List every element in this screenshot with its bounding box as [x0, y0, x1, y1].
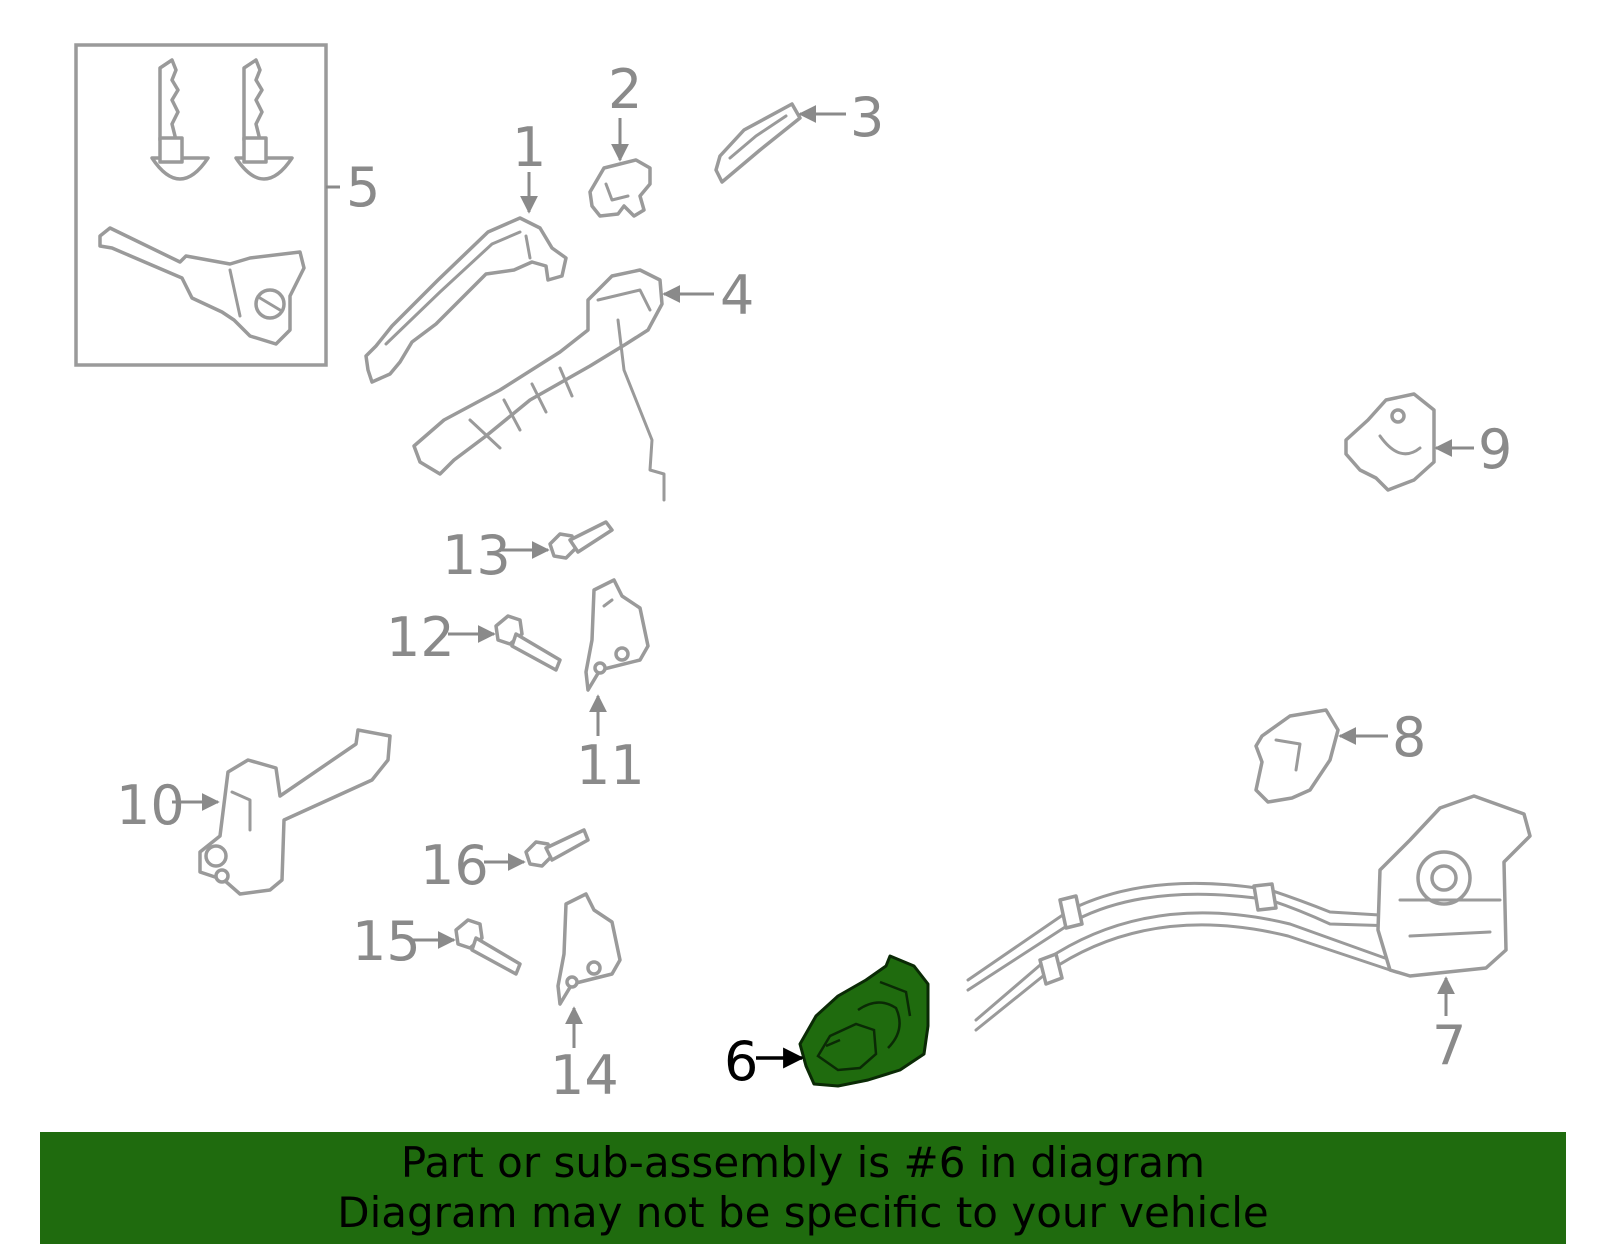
part-13-bolt[interactable] [548, 520, 614, 560]
callout-2: 2 [608, 58, 642, 121]
part-10-door-check[interactable] [198, 728, 392, 896]
part-16-bolt[interactable] [524, 828, 590, 868]
banner-line-1: Part or sub-assembly is #6 in diagram [400, 1138, 1206, 1187]
banner-line-2: Diagram may not be specific to your vehi… [337, 1188, 1269, 1237]
callout-7: 7 [1432, 1014, 1466, 1077]
callout-3: 3 [850, 86, 884, 149]
part-2-handle-cap[interactable] [588, 158, 652, 218]
part-1-outside-handle[interactable] [364, 216, 568, 384]
part-14-hinge[interactable] [556, 892, 622, 1006]
part-15-bolt[interactable] [454, 918, 522, 976]
part-3-gasket[interactable] [714, 102, 802, 184]
callout-9: 9 [1478, 418, 1512, 481]
lock-cylinder-icon [98, 226, 306, 346]
callout-14: 14 [550, 1044, 619, 1107]
callout-5: 5 [346, 156, 380, 219]
part-6-lock-cover-highlighted[interactable] [798, 954, 930, 1088]
callout-16: 16 [420, 834, 489, 897]
key-icon [150, 58, 210, 181]
part-7-latch-assembly[interactable] [966, 794, 1532, 1032]
part-9-striker[interactable] [1344, 392, 1436, 492]
key-icon [234, 58, 294, 181]
callout-4: 4 [720, 264, 754, 327]
part-8-clip[interactable] [1254, 708, 1340, 804]
callout-12: 12 [386, 606, 455, 669]
callout-1: 1 [512, 116, 546, 179]
callout-8: 8 [1392, 706, 1426, 769]
callout-11: 11 [576, 734, 645, 797]
info-banner: Part or sub-assembly is #6 in diagram Di… [40, 1132, 1566, 1244]
part-11-hinge[interactable] [584, 578, 650, 692]
part-12-bolt[interactable] [494, 614, 562, 672]
callout-13: 13 [442, 524, 511, 587]
callout-10: 10 [116, 774, 185, 837]
callout-6: 6 [724, 1030, 758, 1093]
callout-15: 15 [352, 910, 421, 973]
part-4-handle-bracket[interactable] [412, 268, 666, 502]
part-5-key-cylinder-set[interactable] [74, 43, 328, 367]
